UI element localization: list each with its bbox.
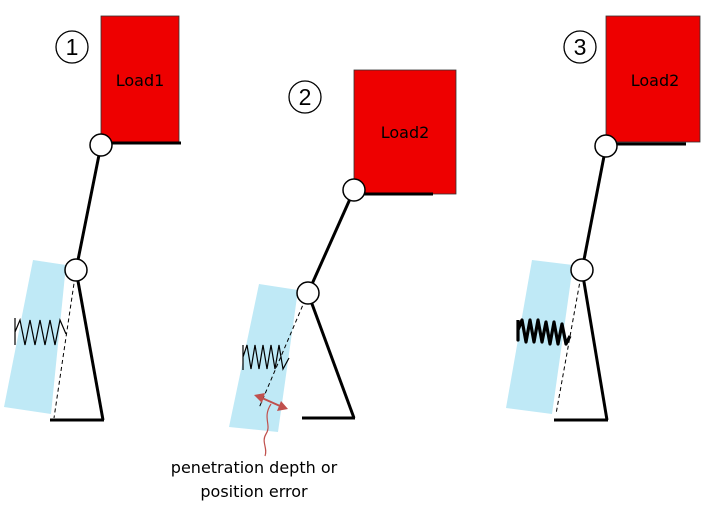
panel-2: 2 Load2 penetration depth or positio [171, 69, 457, 501]
load-label: Load1 [116, 71, 165, 90]
spring-axis-dashed-line [555, 269, 583, 415]
penetration-annotation: penetration depth or position error [171, 458, 338, 501]
panel-number-badge: 2 [288, 80, 322, 114]
panel-3: 3 Load2 [506, 15, 701, 422]
panel-1: 1 Load1 [4, 15, 181, 422]
contact-soft-region [229, 284, 298, 432]
load-label: Load2 [631, 71, 680, 90]
leg-links [50, 144, 105, 422]
svg-text:1: 1 [66, 34, 79, 60]
panel-number-badge: 1 [55, 30, 89, 64]
panel-number-badge: 3 [563, 30, 597, 64]
hip-joint [342, 178, 366, 202]
spring-axis-dashed-line [53, 269, 77, 419]
knee-joint [64, 258, 88, 282]
leg-links [554, 145, 609, 422]
load-box: Load2 [605, 15, 701, 146]
knee-joint [296, 281, 320, 305]
spring-icon [14, 317, 67, 346]
hip-joint [89, 133, 113, 157]
stiff-spring-icon [516, 318, 572, 346]
contact-soft-region [4, 260, 66, 414]
hip-joint [594, 134, 618, 158]
annotation-line-2: position error [200, 482, 308, 501]
load-label: Load2 [381, 123, 430, 142]
load-box: Load1 [100, 15, 181, 145]
svg-text:2: 2 [299, 84, 312, 110]
knee-joint [570, 258, 594, 282]
svg-text:3: 3 [574, 34, 587, 60]
load-box: Load2 [353, 69, 457, 196]
penetration-depth-arrow [254, 393, 288, 457]
spring-icon [242, 344, 290, 371]
leg-links [302, 189, 356, 420]
annotation-line-1: penetration depth or [171, 458, 338, 477]
